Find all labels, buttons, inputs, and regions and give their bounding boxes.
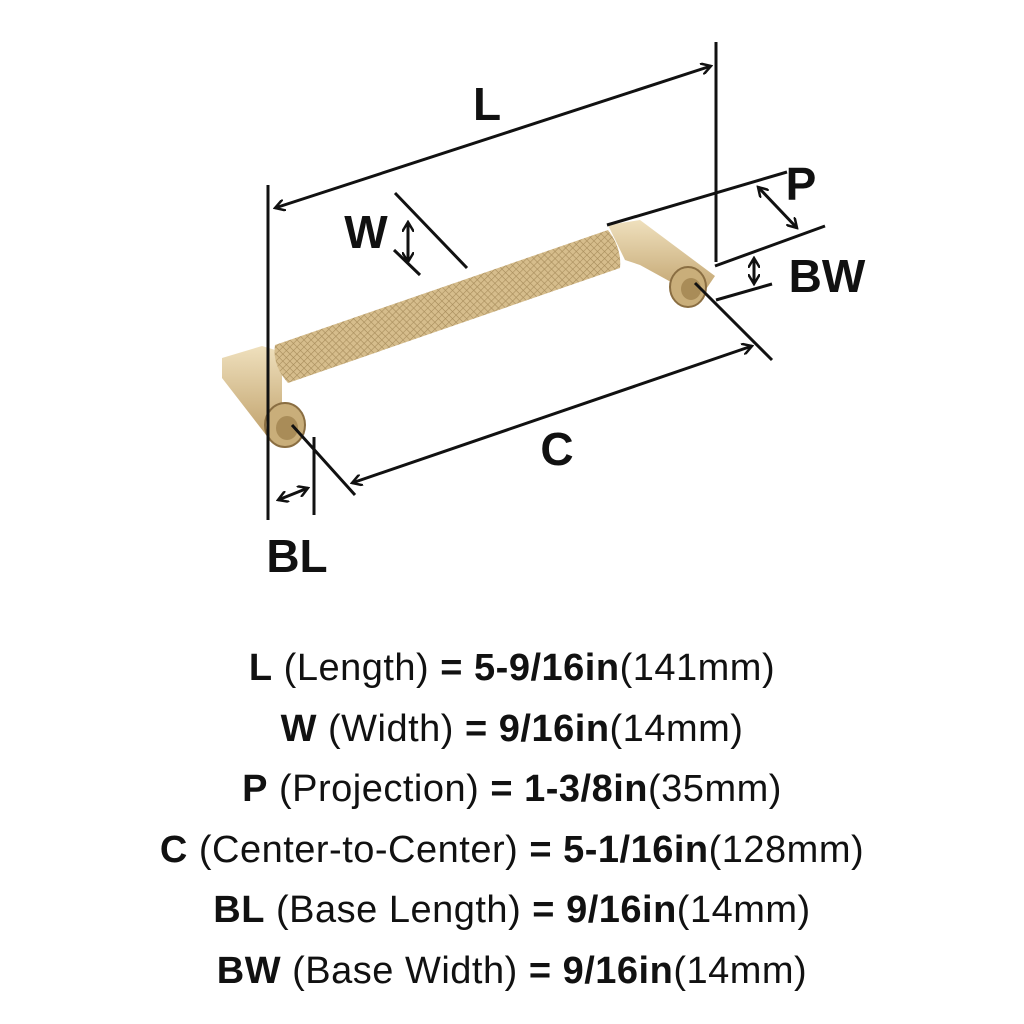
spec-code: W [280, 707, 317, 750]
left-post-screw [276, 416, 298, 440]
spec-equals: = [490, 768, 514, 811]
spec-projection: P (Projection) = 1-3/8in(35mm) [0, 759, 1024, 820]
spec-center-to-center: C (Center-to-Center) = 5-1/16in(128mm) [0, 820, 1024, 881]
spec-code: L [248, 647, 273, 689]
right-post-screw [681, 278, 701, 300]
spec-name: (Length) [283, 647, 430, 689]
spec-imperial: 9/16in [498, 707, 610, 750]
spec-metric: (141mm) [619, 647, 776, 689]
spec-imperial: 5-1/16in [563, 828, 709, 871]
spec-imperial: 1-3/8in [524, 768, 649, 811]
spec-equals: = [529, 828, 553, 871]
spec-metric: (14mm) [609, 707, 744, 750]
spec-code: P [242, 768, 268, 811]
spec-name: (Width) [328, 707, 454, 750]
label-BL: BL [266, 530, 327, 582]
dimension-lines [266, 42, 826, 520]
label-W: W [344, 206, 388, 258]
spec-name: (Base Length) [276, 889, 522, 932]
label-P: P [786, 158, 817, 210]
spec-imperial: 9/16in [562, 949, 674, 992]
label-C: C [540, 423, 573, 475]
spec-equals: = [465, 707, 488, 750]
specifications-list: L (Length) = 5-9/16in(141mm) W (Width) =… [0, 638, 1024, 1002]
spec-code: BL [213, 889, 265, 932]
spec-equals: = [440, 647, 463, 689]
knurled-bar [274, 230, 621, 383]
spec-code: BW [216, 949, 282, 992]
spec-code: C [159, 828, 188, 871]
spec-equals: = [528, 949, 552, 992]
spec-name: (Center-to-Center) [198, 828, 519, 871]
label-L: L [473, 78, 501, 130]
spec-metric: (14mm) [676, 889, 811, 932]
spec-imperial: 9/16in [566, 889, 677, 932]
cabinet-pull-handle [222, 220, 715, 448]
spec-name: (Projection) [279, 768, 480, 811]
spec-equals: = [532, 889, 555, 932]
spec-metric: (14mm) [673, 949, 808, 992]
spec-metric: (35mm) [648, 768, 782, 811]
spec-base-length: BL (Base Length) = 9/16in(14mm) [0, 880, 1024, 941]
spec-width: W (Width) = 9/16in(14mm) [0, 699, 1024, 760]
label-BW: BW [789, 250, 866, 302]
spec-name: (Base Width) [292, 949, 518, 992]
spec-base-width: BW (Base Width) = 9/16in(14mm) [0, 941, 1024, 1002]
spec-imperial: 5-9/16in [474, 647, 620, 689]
dimension-diagram: L W P BW C BL [222, 42, 866, 582]
spec-length: L (Length) = 5-9/16in(141mm) [0, 638, 1024, 699]
spec-metric: (128mm) [708, 828, 865, 871]
